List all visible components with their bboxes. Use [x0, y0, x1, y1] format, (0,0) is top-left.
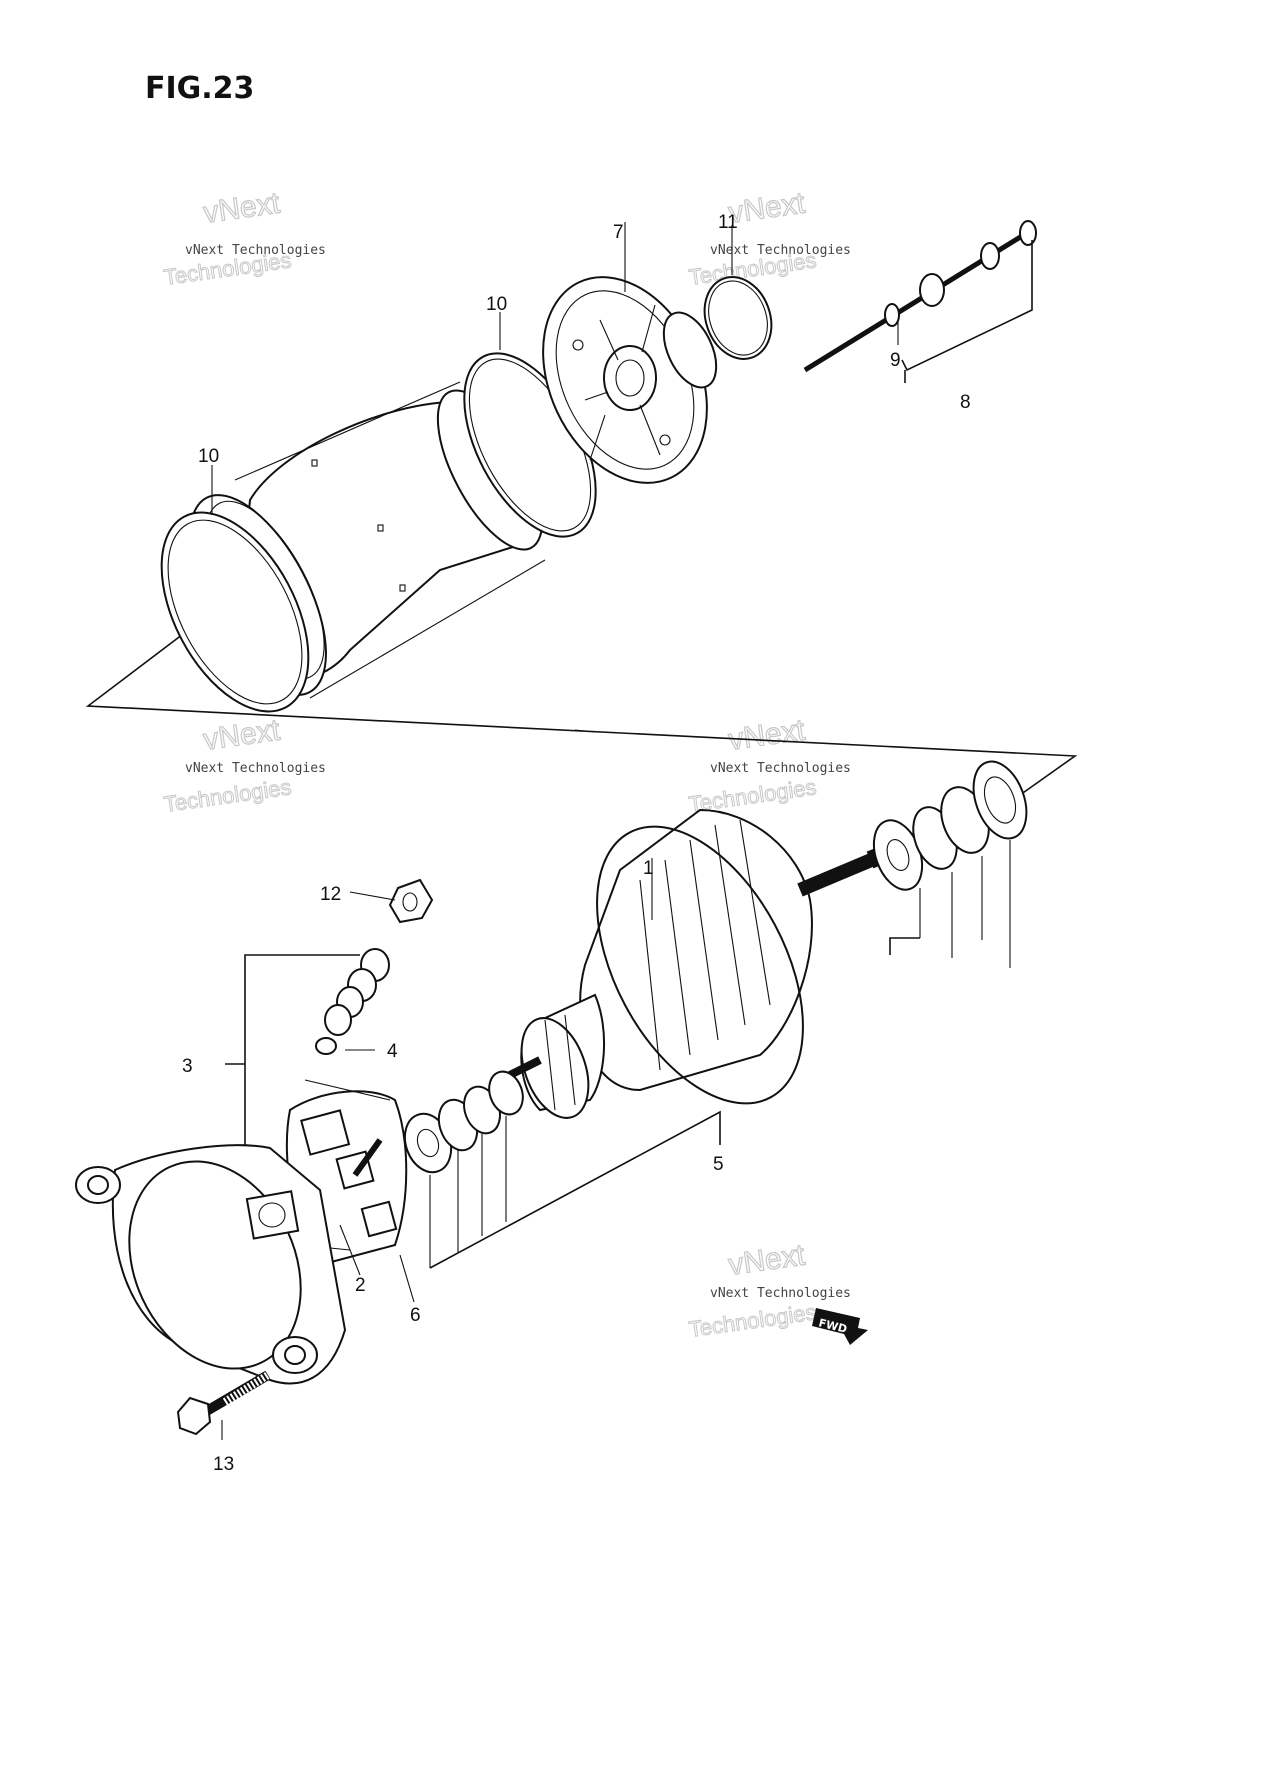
callout-3: 3: [182, 1056, 193, 1077]
callout-5: 5: [713, 1154, 724, 1175]
armature: [498, 808, 949, 1119]
callout-6: 6: [410, 1305, 421, 1326]
callout-9: 9: [890, 350, 901, 371]
forward-direction-arrow: FWD: [812, 1308, 868, 1345]
svg-text:vNext: vNext: [726, 713, 807, 756]
figure-title: FIG.23: [145, 71, 254, 106]
watermark: vNext Technologies vNext Technologies: [162, 186, 326, 291]
svg-text:vNext: vNext: [726, 186, 807, 229]
callout-10-lower: 10: [198, 446, 219, 467]
through-bolt-set: [803, 220, 1037, 373]
svg-text:vNext: vNext: [726, 1238, 807, 1281]
o-ring-small: [703, 276, 773, 360]
mounting-bolt: [176, 1370, 271, 1436]
leader-lines: [211, 222, 1033, 1440]
callout-13: 13: [213, 1454, 234, 1475]
callout-8: 8: [960, 392, 971, 413]
callout-2: 2: [355, 1275, 366, 1296]
commutator-end-cover: [75, 1144, 347, 1385]
svg-text:Technologies: Technologies: [162, 774, 293, 817]
shim-washers-left: [403, 1070, 721, 1269]
watermark: vNext Technologies vNext Technologies: [687, 186, 851, 291]
callout-10-upper: 10: [486, 294, 507, 315]
callout-11: 11: [718, 212, 738, 233]
o-ring-left: [160, 511, 310, 713]
svg-text:vNext Technologies: vNext Technologies: [710, 1286, 851, 1301]
svg-text:vNext Technologies: vNext Technologies: [710, 761, 851, 776]
svg-text:vNext: vNext: [201, 186, 282, 229]
assembly-guide-lines: [85, 624, 1078, 796]
callout-7: 7: [613, 222, 624, 243]
watermark: vNext Technologies vNext Technologies: [687, 713, 851, 818]
callout-12: 12: [320, 884, 341, 905]
watermark: vNext Technologies vNext Technologies: [162, 713, 326, 818]
callout-1: 1: [643, 858, 654, 879]
end-cover: [542, 276, 718, 484]
brush-holder-assembly: [285, 1090, 408, 1267]
callout-4: 4: [387, 1041, 398, 1062]
terminal-set: [225, 878, 434, 1168]
svg-text:Technologies: Technologies: [687, 1299, 818, 1342]
shim-washers-right: [872, 760, 1028, 968]
svg-text:vNext Technologies: vNext Technologies: [185, 761, 326, 776]
svg-text:vNext Technologies: vNext Technologies: [710, 243, 851, 258]
svg-text:vNext: vNext: [201, 713, 282, 756]
svg-text:vNext Technologies: vNext Technologies: [185, 243, 326, 258]
callout-labels: 1 2 3 4 5 6 7 8 9 10 10 11 12 13: [182, 212, 971, 1475]
